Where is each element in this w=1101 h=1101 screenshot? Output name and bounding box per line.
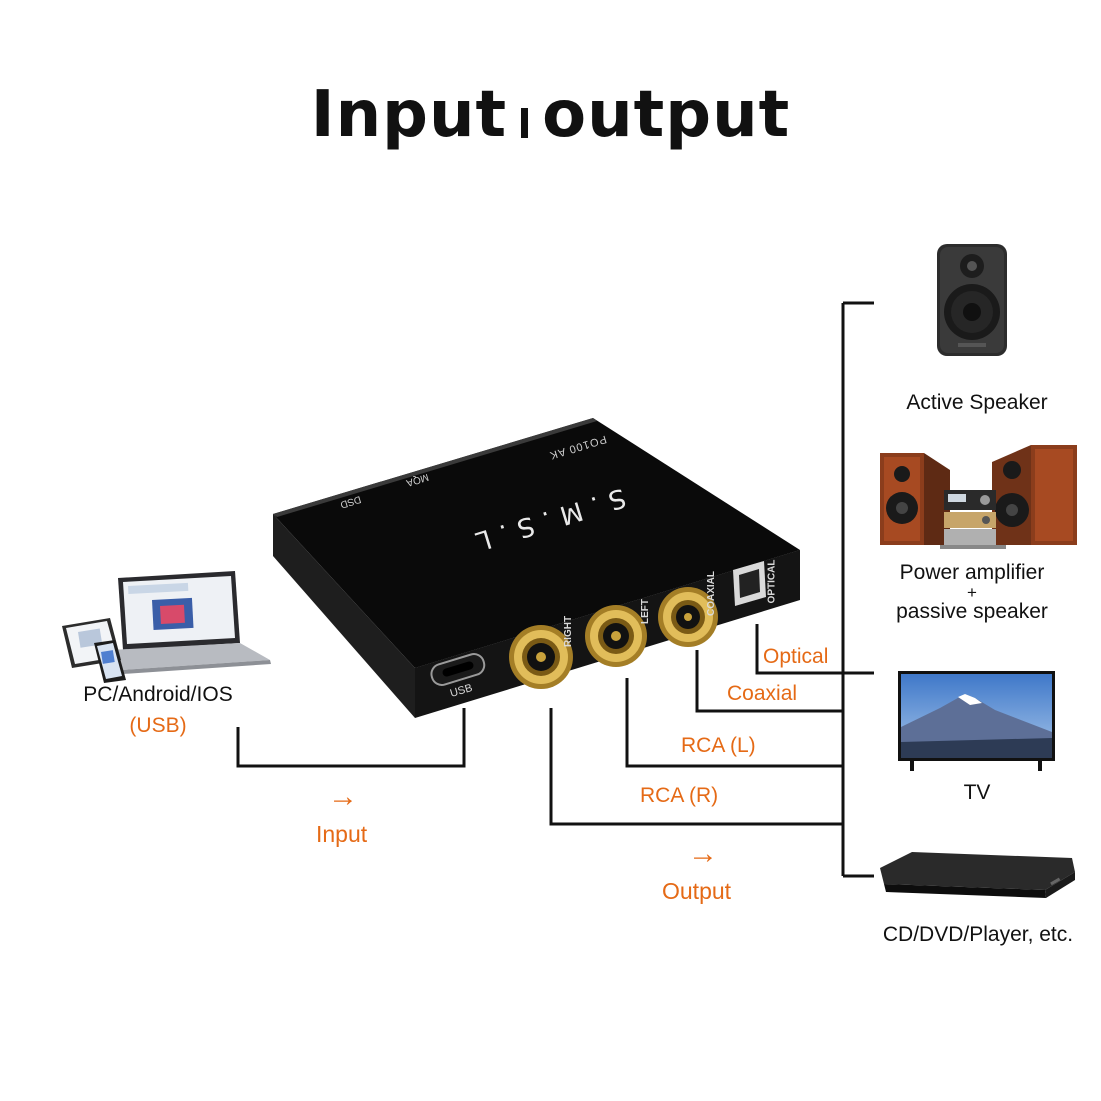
coaxial-line	[695, 650, 843, 713]
title-input: Input	[310, 78, 508, 152]
rca-r-line	[549, 708, 843, 826]
dac-device	[273, 418, 800, 718]
source-label: PC/Android/IOS	[83, 683, 233, 706]
tv-icon	[898, 671, 1055, 771]
port-label-coaxial: COAXIAL	[706, 571, 717, 616]
output-legend-label: Output	[662, 878, 732, 904]
optical-label: Optical	[763, 645, 829, 668]
rca-right-jack	[509, 625, 573, 689]
rca-left-jack	[585, 605, 647, 667]
port-label-right: RIGHT	[563, 615, 575, 648]
rca-l-line	[625, 678, 843, 768]
usb-line	[236, 708, 466, 768]
output-arrow-icon: →	[688, 837, 718, 870]
devices-icon	[62, 571, 271, 683]
title-output: output	[542, 78, 791, 152]
active-speaker-icon	[937, 244, 1007, 356]
destination-tv: TV	[963, 781, 991, 804]
optical-line	[755, 624, 843, 675]
input-legend-label: Input	[316, 821, 368, 847]
rca-r-label: RCA (R)	[640, 784, 719, 807]
coaxial-jack	[658, 587, 718, 647]
title-separator	[521, 108, 529, 138]
destination-active-speaker: Active Speaker	[906, 391, 1048, 414]
coaxial-label: Coaxial	[727, 682, 798, 705]
port-label-left: LEFT	[640, 599, 651, 624]
destination-plus: +	[967, 583, 977, 602]
input-arrow-icon: →	[328, 780, 358, 813]
connection-lines	[236, 301, 874, 878]
hifi-system-icon	[880, 445, 1077, 549]
destination-power-amplifier: Power amplifier	[899, 561, 1045, 584]
page-title: Input output	[0, 78, 1101, 152]
port-label-optical: OPTICAL	[766, 559, 778, 604]
optical-port	[733, 561, 766, 606]
disc-player-icon	[880, 852, 1075, 898]
destination-player: CD/DVD/Player, etc.	[882, 923, 1074, 946]
destination-passive-speaker: passive speaker	[896, 600, 1048, 623]
rca-l-label: RCA (L)	[681, 734, 756, 757]
source-sub-label: (USB)	[129, 714, 187, 737]
